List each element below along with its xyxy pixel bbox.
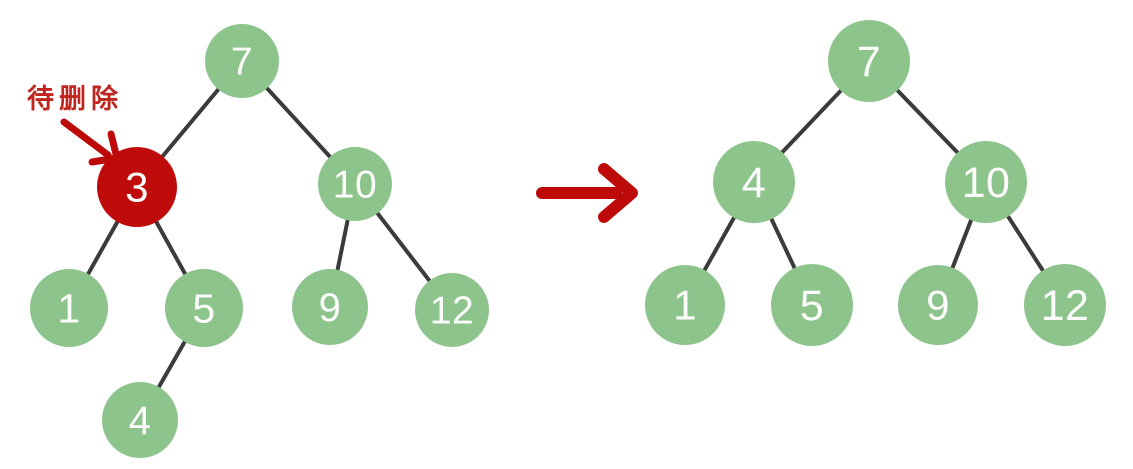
node-3-label: 3	[125, 164, 149, 211]
transform-arrow	[536, 163, 638, 223]
to-delete-pointer-arrow	[60, 118, 121, 166]
arrows-layer	[60, 118, 638, 223]
node-9-label: 9	[319, 286, 342, 330]
node-1-label: 1	[57, 285, 80, 331]
node-7-circle	[205, 24, 279, 98]
node-9-label: 9	[926, 282, 950, 329]
node-12-circle	[415, 273, 489, 347]
node-10-label: 10	[962, 159, 1011, 207]
node-5-circle	[771, 264, 853, 346]
node-4-label: 4	[129, 399, 152, 443]
node-10-circle	[945, 141, 1027, 223]
node-12-label: 12	[1041, 282, 1090, 330]
node-7-label: 7	[857, 38, 881, 86]
node-1-label: 1	[673, 282, 697, 329]
node-4-circle	[102, 382, 178, 458]
node-10-label: 10	[333, 164, 377, 207]
node-1-circle	[645, 265, 725, 345]
to-delete-pointer-arrow-shaft	[60, 118, 112, 159]
node-4-label: 4	[742, 159, 766, 207]
tree-before-deletion: 7 3 10 1 5 9 12 4	[30, 24, 489, 458]
node-5-label: 5	[800, 282, 824, 330]
node-12-circle	[1024, 264, 1106, 346]
node-9-circle	[898, 265, 978, 345]
node-7-label: 7	[231, 41, 253, 84]
transform-arrow-head	[598, 163, 638, 223]
tree-after-deletion: 7 4 10 1 5 9 12	[645, 20, 1106, 346]
to-delete-pointer-arrow-head	[88, 130, 121, 166]
node-9-circle	[292, 269, 368, 345]
node-7-circle	[828, 20, 910, 102]
node-4-circle	[713, 141, 795, 223]
node-12-label: 12	[430, 290, 474, 333]
node-3-circle	[97, 147, 177, 227]
node-10-circle	[318, 147, 392, 221]
node-5-label: 5	[192, 285, 215, 331]
node-5-circle	[165, 269, 243, 347]
to-delete-annotation-label: 待删除	[27, 83, 123, 115]
node-1-circle	[30, 269, 108, 347]
